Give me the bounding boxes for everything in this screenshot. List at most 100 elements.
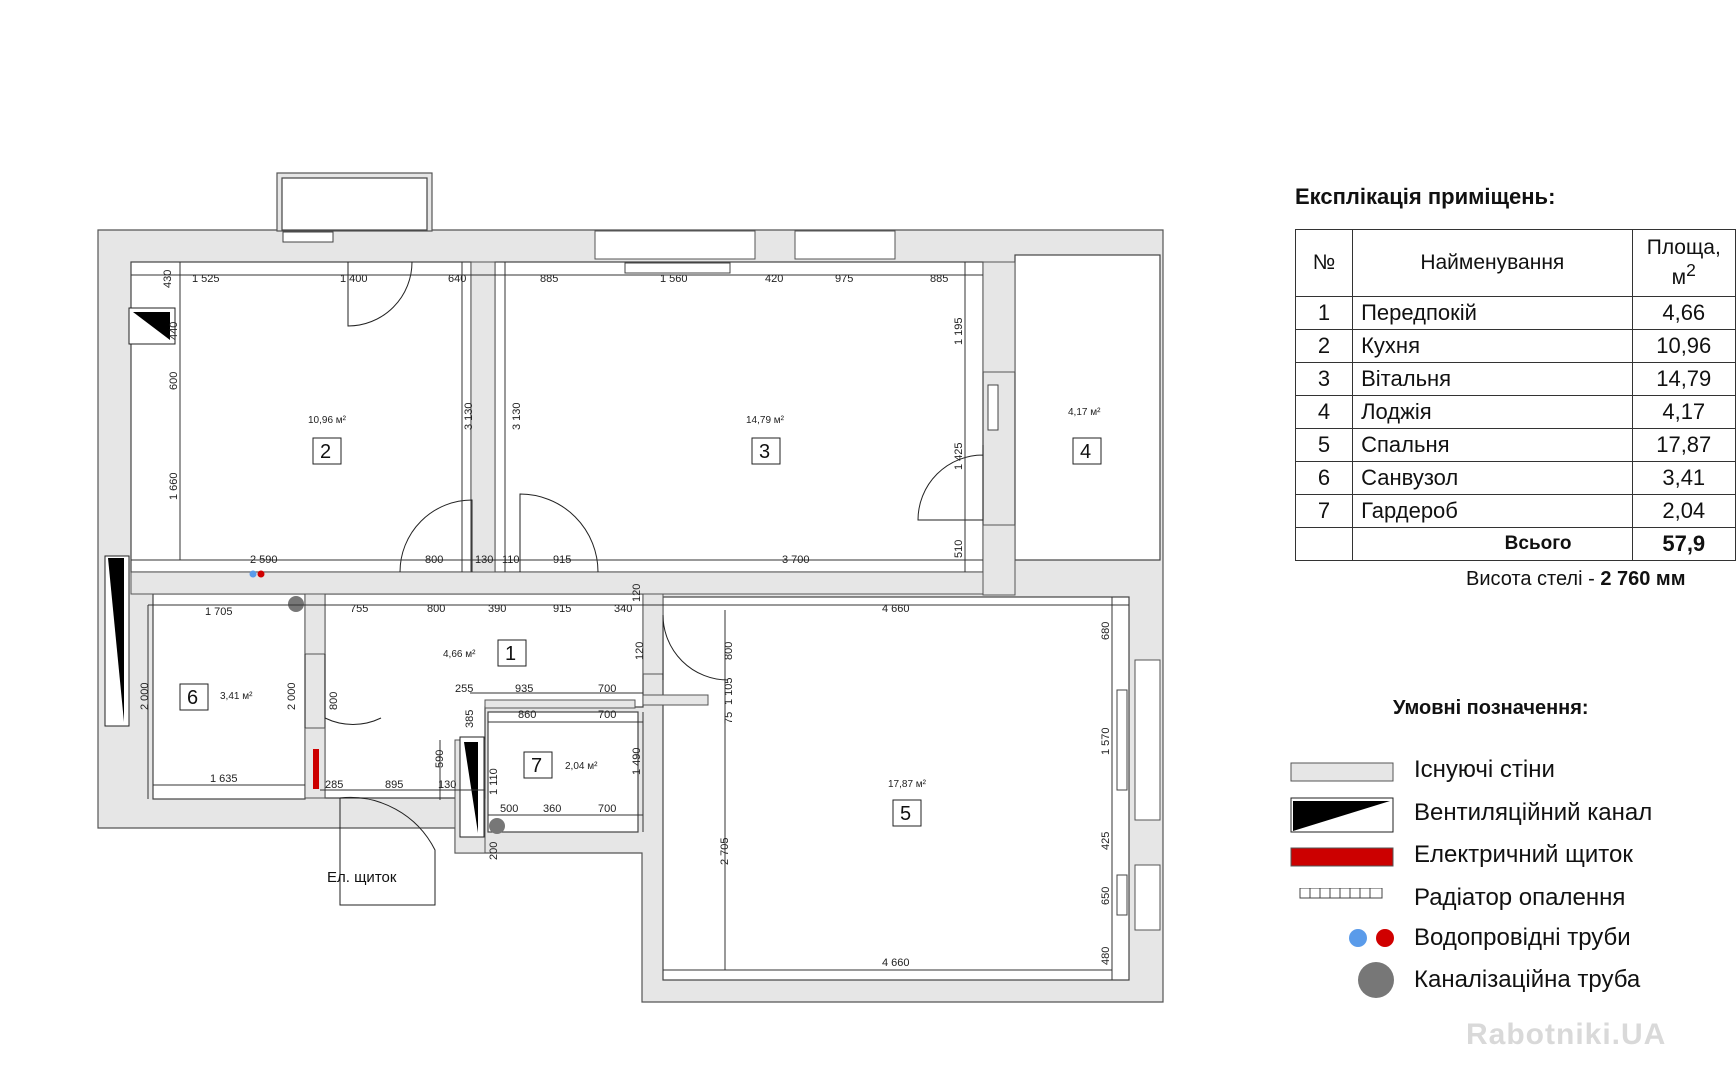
cell-area: 4,66: [1631, 296, 1736, 330]
dim-label: 130: [475, 554, 493, 566]
legend-item: Водопровідні труби: [1290, 922, 1710, 958]
room-area-label: 4,66 м²: [443, 649, 476, 660]
col-num-header: №: [1294, 229, 1354, 297]
dim-label: 600: [168, 372, 180, 390]
legend-label: Радіатор опалення: [1414, 884, 1626, 911]
cell-num: 7: [1294, 494, 1354, 528]
cell-num: 2: [1294, 329, 1354, 363]
electric-panel: [313, 749, 319, 789]
dim-label: 860: [518, 709, 536, 721]
room-number: 2: [320, 441, 331, 463]
legend-item: Вентиляційний канал: [1290, 797, 1710, 833]
area-header-text: Площа, м: [1646, 236, 1721, 289]
legend-title: Умовні позначення:: [1393, 697, 1589, 719]
room-interiors: [130, 254, 1161, 981]
col-name-header: Найменування: [1352, 229, 1633, 297]
cell-name: Передпокій: [1352, 296, 1633, 330]
cell-name: Спальня: [1352, 428, 1633, 462]
room-number: 4: [1080, 441, 1091, 463]
cell-area: 3,41: [1631, 461, 1736, 495]
room-area-label: 10,96 м²: [308, 415, 347, 426]
total-label: Всього: [1352, 527, 1633, 561]
electric-panel-icon: [1290, 847, 1394, 867]
cell-num: 4: [1294, 395, 1354, 429]
dim-label: 360: [543, 803, 561, 815]
dim-label: 3 130: [511, 402, 523, 430]
legend-item: Електричний щиток: [1290, 839, 1710, 875]
dim-label: 1 425: [953, 442, 965, 470]
sewer-pipe: [288, 596, 304, 612]
room-kitchen: [130, 261, 472, 573]
dim-label: 1 635: [210, 773, 238, 785]
room-bedroom: [662, 596, 1130, 981]
dim-label: 700: [598, 709, 616, 721]
room-area-label: 14,79 м²: [746, 415, 785, 426]
dim-label: 385: [464, 710, 476, 728]
cell-area: 4,17: [1631, 395, 1736, 429]
watermark: Rabotniki.UA: [1466, 1018, 1667, 1051]
dim-label: 425: [1100, 832, 1112, 850]
dim-label: 1 660: [168, 472, 180, 500]
dim-label: 800: [328, 692, 340, 710]
dim-label: 120: [631, 584, 643, 602]
explication-title: Експлікація приміщень:: [1295, 184, 1556, 209]
dim-label: 885: [540, 273, 558, 285]
ceiling-label: Висота стелі -: [1466, 568, 1601, 590]
cell-area: 10,96: [1631, 329, 1736, 363]
dim-label: 2 000: [286, 682, 298, 710]
cell-name: Кухня: [1352, 329, 1633, 363]
room-area-label: 4,17 м²: [1068, 407, 1101, 418]
dim-label: 3 700: [782, 554, 810, 566]
cell-area: 17,87: [1631, 428, 1736, 462]
heating-radiator-icon: [1299, 888, 1383, 899]
dim-label: 800: [425, 554, 443, 566]
dim-label: 915: [553, 603, 571, 615]
dimension-labels: 430 1 525 1 400 640 885 1 560 420 975 88…: [139, 270, 1112, 969]
dim-label: 430: [162, 270, 174, 288]
dim-label: 700: [598, 803, 616, 815]
dim-label: 340: [614, 603, 632, 615]
dim-label: 1 705: [205, 606, 233, 618]
legend-item: Радіатор опалення: [1290, 882, 1710, 918]
floor-plan: 430 1 525 1 400 640 885 1 560 420 975 88…: [97, 172, 1164, 1003]
dim-label: 975: [835, 273, 853, 285]
cell-num: 1: [1294, 296, 1354, 330]
dim-label: 800: [723, 642, 735, 660]
dim-label: 650: [1100, 887, 1112, 905]
dim-label: 130: [438, 779, 456, 791]
cell-num: 3: [1294, 362, 1354, 396]
legend-item: Існуючі стіни: [1290, 754, 1710, 790]
cell-area: 2,04: [1631, 494, 1736, 528]
sewer-pipe-icon: [1358, 962, 1394, 998]
dim-label: 440: [168, 322, 180, 340]
cell-name: Санвузол: [1352, 461, 1633, 495]
table-header-row: № Найменування Площа, м2: [1294, 229, 1736, 297]
dim-label: 640: [448, 273, 466, 285]
dim-label: 915: [553, 554, 571, 566]
room-loggia: [1014, 254, 1161, 561]
ceiling-value: 2 760 мм: [1600, 568, 1686, 590]
dim-label: 1 195: [953, 317, 965, 345]
dim-label: 110: [502, 554, 520, 566]
dim-label: 1 105: [723, 677, 735, 705]
legend-label: Вентиляційний канал: [1414, 799, 1653, 826]
dim-label: 2 590: [250, 554, 278, 566]
room-wardrobe: [487, 711, 639, 833]
dim-label: 700: [598, 683, 616, 695]
ventilation-duct-icon: [1290, 797, 1394, 833]
dim-label: 800: [427, 603, 445, 615]
electric-panel-label: Ел. щиток: [327, 869, 397, 886]
dim-label: 4 660: [882, 957, 910, 969]
dim-label: 590: [434, 750, 446, 768]
cell-area: 14,79: [1631, 362, 1736, 396]
legend-label: Електричний щиток: [1414, 841, 1633, 868]
